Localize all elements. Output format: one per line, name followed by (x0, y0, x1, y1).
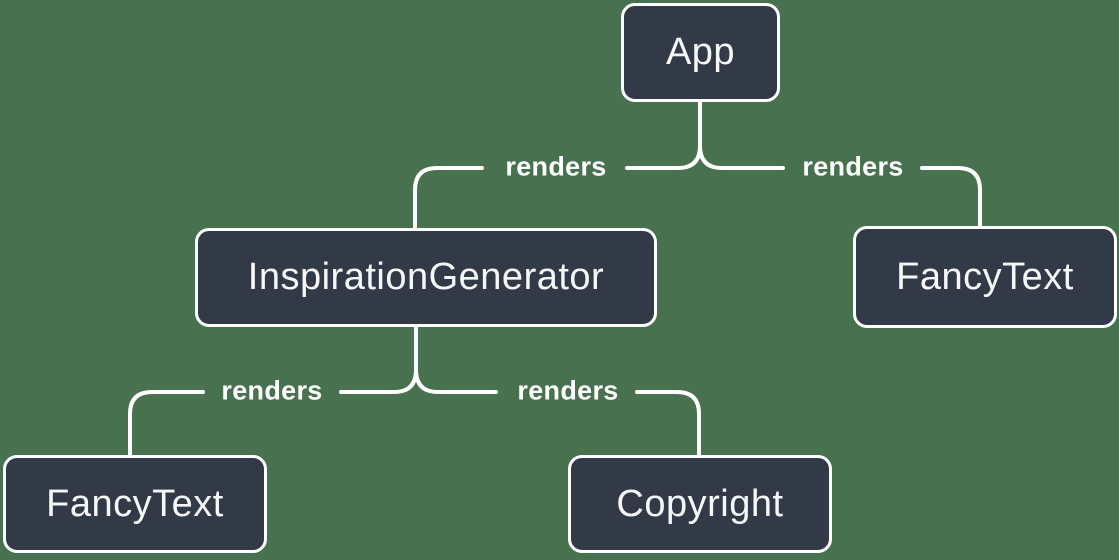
node-inspiration-generator-label: InspirationGenerator (247, 256, 605, 298)
edge-inspirationgenerator-to-fancytext-stem (339, 324, 418, 394)
edge-label-inspirationgenerator-fancytext: renders (221, 375, 323, 406)
node-inspiration-generator: InspirationGenerator (195, 228, 657, 327)
edge-label-inspirationgenerator-copyright: renders (517, 375, 619, 406)
node-copyright: Copyright (568, 455, 832, 553)
edge-inspirationgenerator-to-fancytext-arm (128, 390, 205, 459)
edge-app-to-fancytext-arm (920, 166, 982, 230)
edge-app-to-inspirationgenerator-stem (625, 100, 702, 170)
edge-app-to-fancytext-stem (698, 100, 785, 170)
edge-app-to-inspirationgenerator-arm (413, 166, 484, 232)
node-copyright-label: Copyright (616, 482, 784, 525)
edge-label-app-fancytext: renders (802, 151, 904, 182)
node-fancy-text-bottom-label: FancyText (46, 482, 224, 525)
node-fancy-text-bottom: FancyText (3, 455, 267, 553)
node-app: App (621, 3, 780, 102)
edge-inspirationgenerator-to-copyright-stem (414, 324, 498, 394)
node-app-label: App (665, 31, 736, 73)
edge-label-app-inspirationgenerator: renders (505, 151, 607, 182)
node-fancy-text-top-label: FancyText (896, 255, 1074, 298)
node-fancy-text-top: FancyText (853, 226, 1117, 328)
edge-inspirationgenerator-to-copyright-arm (635, 390, 701, 459)
